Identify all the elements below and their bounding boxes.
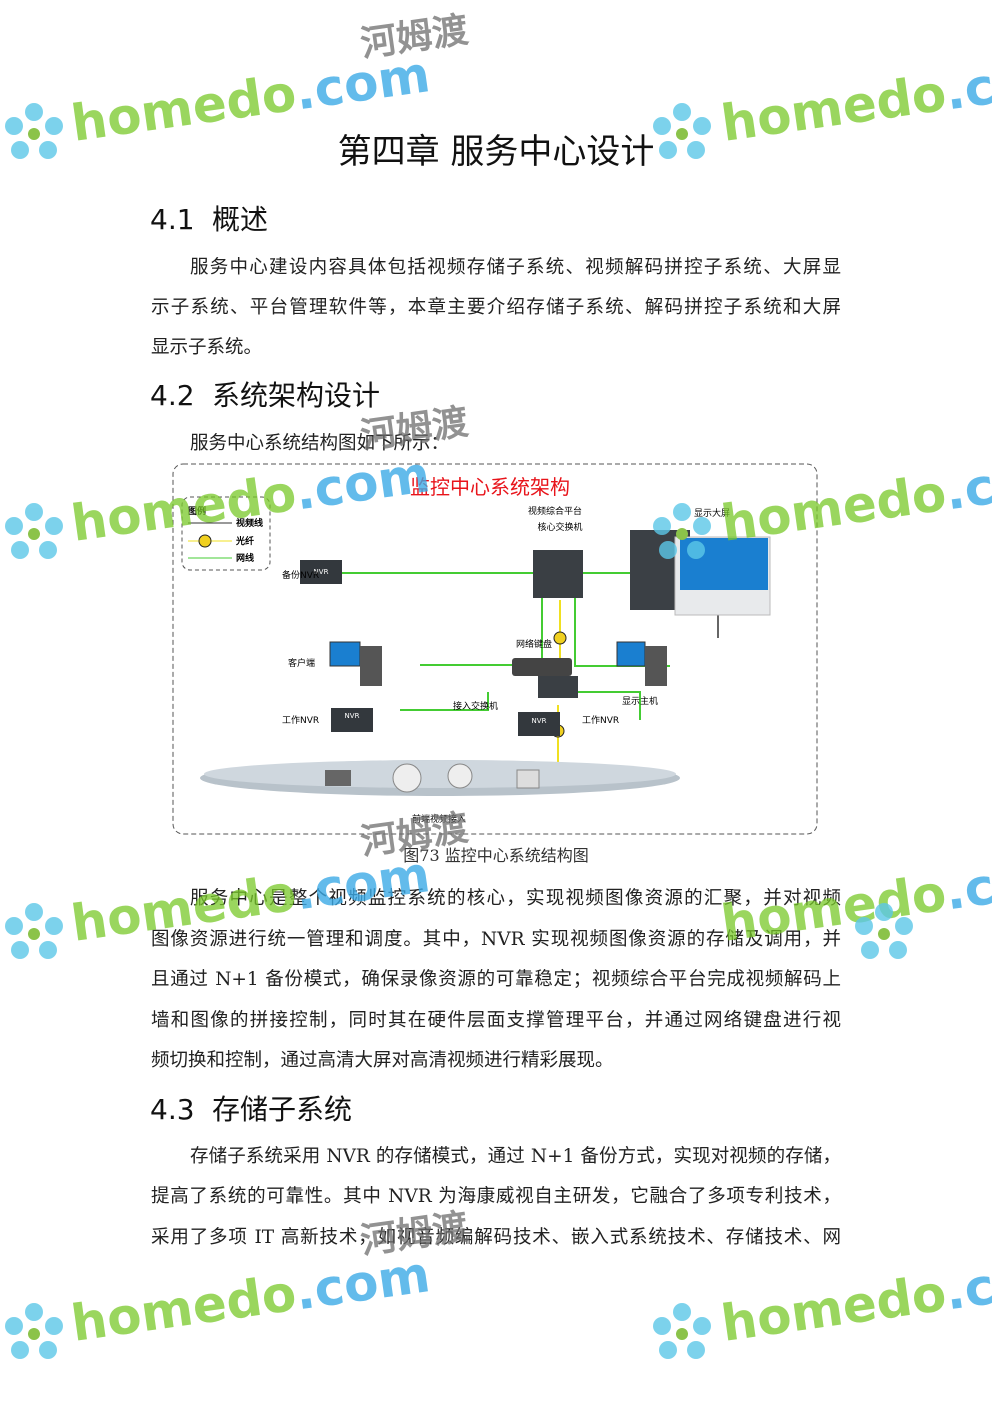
watermark-flower-icon: [653, 1303, 711, 1359]
chapter-title: 第四章 服务中心设计: [337, 132, 655, 172]
keyboard-icon: [512, 658, 572, 676]
camera-icon: [325, 770, 351, 786]
work-nvr-right-icon: [518, 712, 560, 736]
section-title: 系统架构设计: [212, 379, 381, 412]
dome-camera-icon: [392, 763, 422, 793]
fiber-icon: [553, 631, 567, 645]
frontend-label: 前端视频接入: [412, 813, 466, 825]
fiber-icon: [198, 534, 212, 548]
video-platform-label: 视频综合平台: [528, 505, 582, 517]
backup-nvr-label: 备份NVR: [282, 569, 319, 581]
access-switch-label: 接入交换机: [453, 700, 498, 712]
dome-camera-icon: [447, 763, 473, 789]
display-wall-label: 显示大屏: [694, 507, 730, 519]
section-title: 概述: [212, 203, 269, 236]
diagram-border: [172, 463, 818, 835]
legend-title: 图例: [188, 505, 206, 517]
paragraph-line: 墙和图像的拼接控制，同时其在硬件层面支撑管理平台，并通过网络键盘进行视: [151, 1010, 841, 1031]
display-host-icon: [616, 641, 646, 667]
paragraph-line: 显示子系统。: [151, 337, 263, 358]
paragraph-line: 服务中心建设内容具体包括视频存储子系统、视频解码拼控子系统、大屏显: [190, 257, 841, 278]
watermark-flower-icon: [5, 903, 63, 959]
watermark-flower-icon: [653, 503, 711, 559]
nvr-badge: NVR: [314, 568, 329, 576]
section-heading-4-3: 4.3 存储子系统: [150, 1088, 352, 1128]
section-heading-4-1: 4.1 概述: [150, 198, 268, 238]
watermark-flower-icon: [5, 103, 63, 159]
paragraph-line: 频切换和控制，通过高清大屏对高清视频进行精彩展现。: [151, 1050, 614, 1071]
legend-video-label: 视频线: [236, 517, 263, 529]
backup-nvr-icon: [300, 560, 342, 584]
client-label: 客户端: [288, 657, 315, 669]
camera-icon: [516, 769, 540, 789]
work-nvr-right-label: 工作NVR: [582, 714, 619, 726]
client-pc-icon: [329, 641, 361, 667]
section-number: 4.1: [150, 203, 195, 236]
diagram-title: 监控中心系统架构: [410, 475, 570, 499]
watermark-flower-icon: [855, 903, 913, 959]
paragraph-line: 示子系统、平台管理软件等，本章主要介绍存储子系统、解码拼控子系统和大屏: [151, 297, 841, 318]
access-switch-icon: [538, 676, 578, 698]
keyboard-label: 网络键盘: [516, 638, 552, 650]
watermark: 河姆渡: [358, 9, 471, 66]
legend-fiber-label: 光纤: [235, 535, 254, 547]
legend-box: [181, 496, 271, 571]
section-number: 4.2: [150, 379, 195, 412]
paragraph-line: 存储子系统采用 NVR 的存储模式，通过 N+1 备份方式，实现对视频的存储，: [190, 1146, 841, 1167]
nvr-badge: NVR: [345, 712, 360, 720]
figure-caption: 图73 监控中心系统结构图: [403, 846, 589, 865]
core-switch-label: 核心交换机: [537, 521, 582, 533]
section-heading-4-2: 4.2 系统架构设计: [150, 374, 380, 414]
paragraph-line: 图像资源进行统一管理和调度。其中，NVR 实现视频图像资源的存储及调用，并: [151, 929, 841, 950]
paragraph-line: 服务中心系统结构图如下所示：: [190, 433, 450, 454]
work-nvr-left-label: 工作NVR: [282, 714, 319, 726]
work-nvr-left-icon: [331, 708, 373, 732]
paragraph-line: 服务中心是整个视频监控系统的核心，实现视频图像资源的汇聚，并对视频: [190, 888, 841, 909]
watermark-flower-icon: [5, 1303, 63, 1359]
watermark-flower-icon: [5, 503, 63, 559]
nvr-badge: NVR: [532, 717, 547, 725]
legend-network-label: 网线: [236, 552, 254, 564]
paragraph-line: 提高了系统的可靠性。其中 NVR 为海康威视自主研发，它融合了多项专利技术，: [151, 1186, 841, 1207]
section-title: 存储子系统: [212, 1093, 353, 1126]
core-switch-icon: [533, 550, 583, 598]
watermark-flower-icon: [653, 103, 711, 159]
display-host-label: 显示主机: [622, 695, 658, 707]
paragraph-line: 采用了多项 IT 高新技术，如视音频编解码技术、嵌入式系统技术、存储技术、网: [151, 1227, 841, 1248]
paragraph-line: 且通过 N+1 备份模式，确保录像资源的可靠稳定；视频综合平台完成视频解码上: [151, 969, 841, 990]
watermark: homedo.com: [717, 1245, 992, 1353]
section-number: 4.3: [150, 1093, 195, 1126]
